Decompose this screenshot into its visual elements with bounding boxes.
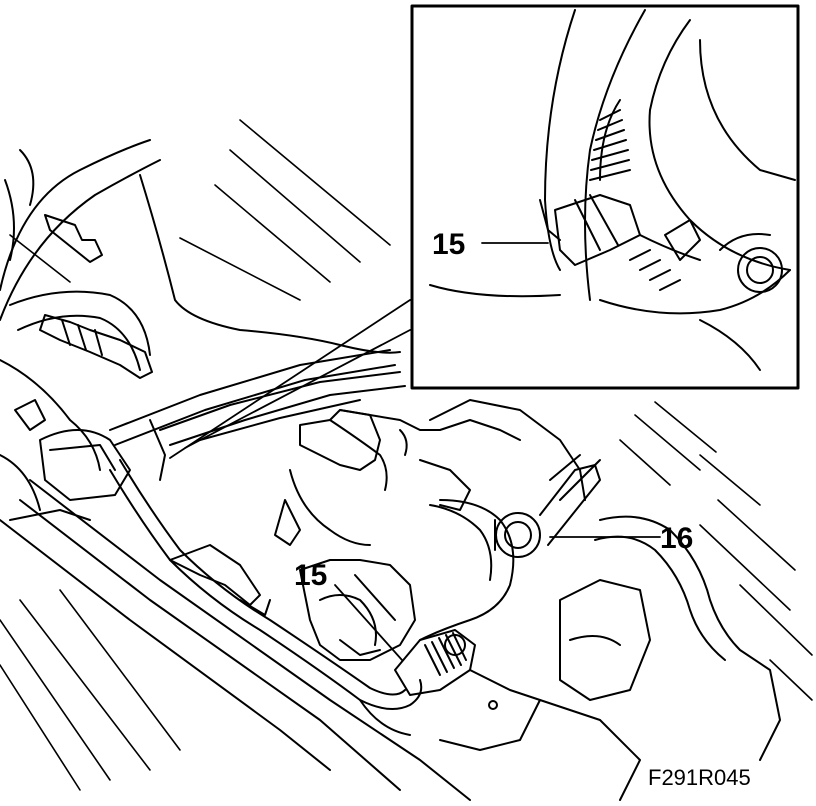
heat-shield	[539, 515, 781, 801]
detail-inset	[410, 4, 800, 390]
coupling-15	[394, 629, 541, 751]
bolt-16	[494, 454, 601, 558]
hose-lines	[109, 419, 423, 736]
figure-reference: F291R045	[648, 765, 751, 790]
callout-16: 16	[660, 522, 693, 555]
lower-rails	[0, 479, 471, 801]
callout-15-inset: 15	[432, 228, 465, 261]
upper-left-components	[0, 139, 401, 521]
main-pump-unit	[274, 399, 586, 661]
callout-15-main: 15	[294, 559, 327, 592]
callout-leaders	[334, 242, 661, 661]
background-hatching	[0, 119, 813, 791]
inset-leader-lines	[169, 299, 411, 459]
